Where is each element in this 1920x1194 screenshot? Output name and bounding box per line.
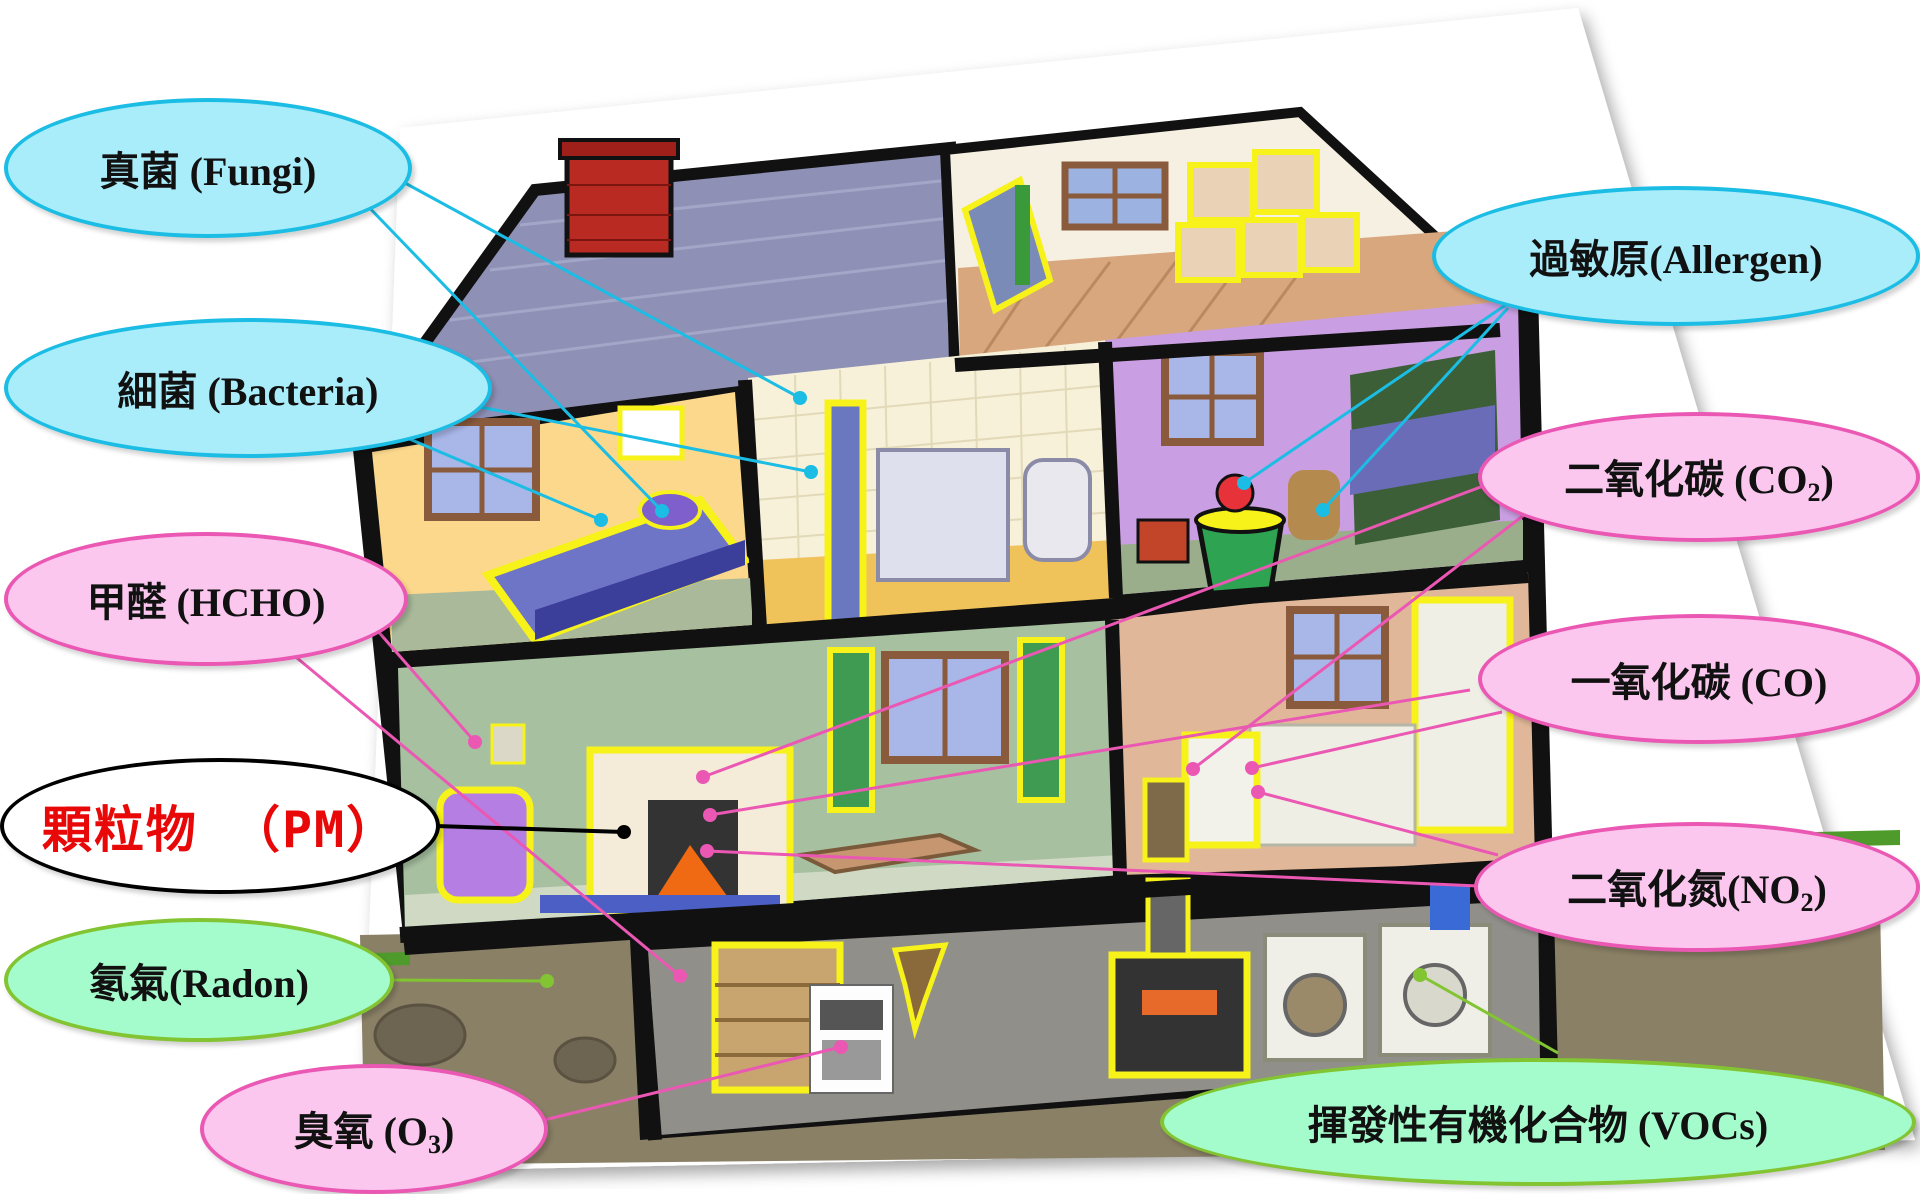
callout-no2: 二氧化氮(NO2) <box>1474 822 1920 952</box>
bathroom-door <box>824 399 867 627</box>
floor-lamp <box>490 723 526 765</box>
label-ozone-subscript: 3 <box>428 1129 442 1159</box>
trash-can <box>1142 777 1190 863</box>
label-co: 一氧化碳 (CO) <box>1570 660 1828 705</box>
callout-ozone: 臭氧 (O3) <box>200 1064 548 1194</box>
callout-fungi: 真菌 (Fungi) <box>4 98 412 238</box>
label-vocs: 揮發性有機化合物 (VOCs) <box>1307 1103 1769 1148</box>
callout-co2: 二氧化碳 (CO2) <box>1478 412 1920 542</box>
curtain-left <box>827 647 875 813</box>
label-ozone-close: ) <box>441 1108 455 1154</box>
stuffed-bear <box>1288 470 1340 540</box>
callout-co: 一氧化碳 (CO) <box>1478 614 1920 744</box>
fire <box>655 845 730 900</box>
sink-cabinet <box>876 448 1010 582</box>
label-ozone: 臭氧 (O3) <box>294 1099 455 1160</box>
detergent <box>1430 885 1470 930</box>
picture-frame <box>617 405 685 461</box>
refrigerator <box>1411 596 1514 834</box>
label-no2-close: ) <box>1813 866 1827 912</box>
label-ozone-text: 臭氧 (O <box>293 1108 429 1154</box>
label-co2: 二氧化碳 (CO2) <box>1564 447 1834 508</box>
label-allergen: 過敏原(Allergen) <box>1529 237 1823 282</box>
label-fungi: 真菌 (Fungi) <box>99 149 317 194</box>
wall-crack <box>891 942 949 1040</box>
label-no2-subscript: 2 <box>1800 887 1814 917</box>
label-radon: 氡氣(Radon) <box>88 961 310 1006</box>
connector-dots <box>468 391 1427 1054</box>
callout-pm: 顆粒物 （PM） <box>0 758 440 894</box>
label-co2-text: 二氧化碳 (CO <box>1564 456 1808 502</box>
stove <box>1181 731 1261 849</box>
rock <box>373 1003 467 1067</box>
label-no2: 二氧化氮(NO2) <box>1567 857 1827 918</box>
callout-bacteria: 細菌 (Bacteria) <box>4 318 492 458</box>
label-pm: 顆粒物 （PM） <box>41 801 399 859</box>
curtain-right <box>1017 637 1065 803</box>
pillow <box>638 490 702 530</box>
callout-radon: 氡氣(Radon) <box>4 918 394 1042</box>
radiator <box>1136 518 1190 564</box>
callout-allergen: 過敏原(Allergen) <box>1432 186 1920 326</box>
chimney-cap <box>558 138 680 160</box>
chimney-bricks <box>567 184 671 241</box>
connector-lines <box>284 181 1559 1124</box>
label-hcho: 甲醛 (HCHO) <box>86 580 326 625</box>
label-bacteria: 細菌 (Bacteria) <box>117 369 379 414</box>
label-co2-close: ) <box>1820 456 1834 502</box>
chimney <box>564 147 674 258</box>
storage-boxes <box>1175 149 1360 283</box>
armchair <box>436 786 534 904</box>
coffee-table <box>793 832 983 875</box>
label-no2-text: 二氧化氮(NO <box>1567 866 1801 912</box>
rock <box>553 1036 617 1084</box>
toilet <box>1023 458 1092 562</box>
callout-vocs: 揮發性有機化合物 (VOCs) <box>1160 1058 1916 1186</box>
callout-hcho: 甲醛 (HCHO) <box>4 532 408 666</box>
label-co2-subscript: 2 <box>1807 477 1821 507</box>
